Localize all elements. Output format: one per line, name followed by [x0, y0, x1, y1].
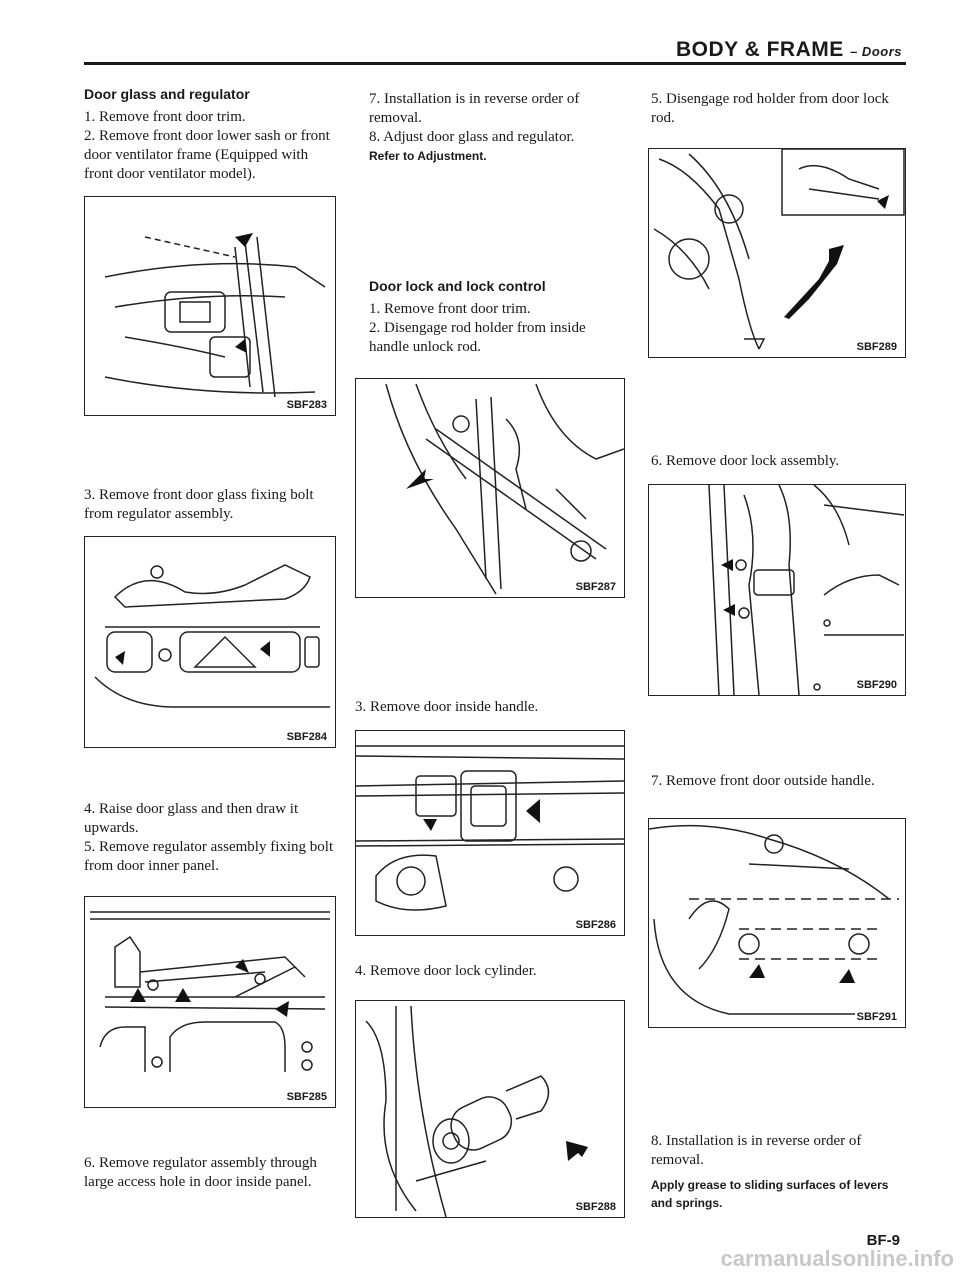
column-3-step7: 7. Remove front door outside handle.: [651, 772, 903, 791]
column-2-step4: 4. Remove door lock cylinder.: [355, 962, 623, 981]
step-text: 4. Raise door glass and then draw it upw…: [84, 801, 299, 836]
header-title-text: BODY & FRAME: [675, 38, 844, 61]
step-text: 4. Remove door lock cylinder.: [355, 963, 537, 979]
outside-handle-illustration: [649, 824, 899, 1015]
step-text: 7. Installation is in reverse order of r…: [369, 91, 580, 126]
door-glass-illustration: [104, 233, 326, 398]
step-text: 2. Remove front door lower sash or front…: [84, 128, 330, 182]
step-text: 5. Remove regulator assembly fixing bolt…: [84, 839, 334, 874]
column-2-step3: 3. Remove door inside handle.: [355, 698, 623, 717]
column-3-step8: 8. Installation is in reverse order of r…: [651, 1132, 903, 1212]
section-heading-glass-regulator: Door glass and regulator: [84, 86, 250, 102]
figure-label: SBF286: [573, 919, 618, 931]
step-text: 3. Remove door inside handle.: [355, 699, 539, 715]
regulator-assembly-illustration: [90, 911, 330, 1072]
step-text: 8. Installation is in reverse order of r…: [651, 1133, 862, 1168]
page-header-title: BODY & FRAME – Doors: [676, 38, 902, 62]
step-text: 1. Remove front door trim.: [369, 301, 531, 317]
step-text: 6. Remove door lock assembly.: [651, 453, 840, 469]
inside-handle-rod-illustration: [385, 383, 624, 595]
page-number: BF-9: [866, 1232, 900, 1249]
figure-label: SBF287: [573, 581, 618, 593]
step-text: 7. Remove front door outside handle.: [651, 773, 875, 789]
column-1-step3: 3. Remove front door glass fixing bolt f…: [84, 486, 336, 524]
column-1-step6: 6. Remove regulator assembly through lar…: [84, 1154, 336, 1192]
figure-label: SBF283: [284, 399, 329, 411]
figure-sbf286: SBF286: [355, 730, 625, 936]
step-text: 6. Remove regulator assembly through lar…: [84, 1155, 317, 1190]
figure-label: SBF285: [284, 1091, 329, 1103]
figure-label: SBF291: [854, 1011, 899, 1023]
lock-rod-holder-illustration: [653, 149, 905, 350]
figure-sbf291: SBF291: [648, 818, 906, 1028]
column-3-step6: 6. Remove door lock assembly.: [651, 452, 903, 471]
step-text: 2. Disengage rod holder from inside hand…: [369, 320, 586, 355]
figure-sbf285: SBF285: [84, 896, 336, 1108]
column-2-top: 7. Installation is in reverse order of r…: [369, 90, 625, 165]
step-text: 1. Remove front door trim.: [84, 109, 246, 125]
note-text: Apply grease to sliding surfaces of leve…: [651, 1178, 889, 1210]
figure-sbf287: SBF287: [355, 378, 625, 598]
figure-label: SBF289: [854, 341, 899, 353]
section-heading-lock-control: Door lock and lock control: [369, 278, 546, 294]
figure-sbf290: SBF290: [648, 484, 906, 696]
column-1-step4-5: 4. Raise door glass and then draw it upw…: [84, 800, 336, 876]
column-2-lock-section: Door lock and lock control 1. Remove fro…: [369, 278, 625, 357]
figure-sbf289: SBF289: [648, 148, 906, 358]
figure-label: SBF284: [284, 731, 329, 743]
header-rule: [84, 62, 906, 65]
note-text: Refer to Adjustment.: [369, 149, 487, 163]
figure-label: SBF290: [854, 679, 899, 691]
regulator-bolt-illustration: [94, 564, 330, 708]
inside-handle-illustration: [356, 745, 624, 911]
figure-sbf283: SBF283: [84, 196, 336, 416]
column-1-top: Door glass and regulator 1. Remove front…: [84, 86, 336, 184]
step-text: 8. Adjust door glass and regulator.: [369, 129, 575, 145]
step-text: 5. Disengage rod holder from door lock r…: [651, 91, 889, 126]
watermark: carmanualsonline.info: [720, 1246, 955, 1271]
figure-label: SBF288: [573, 1201, 618, 1213]
lock-cylinder-illustration: [365, 1005, 588, 1217]
header-subtitle: – Doors: [850, 44, 902, 59]
figure-sbf288: SBF288: [355, 1000, 625, 1218]
step-text: 3. Remove front door glass fixing bolt f…: [84, 487, 314, 522]
door-lock-assembly-illustration: [708, 485, 905, 695]
column-3-top: 5. Disengage rod holder from door lock r…: [651, 90, 903, 128]
figure-sbf284: SBF284: [84, 536, 336, 748]
